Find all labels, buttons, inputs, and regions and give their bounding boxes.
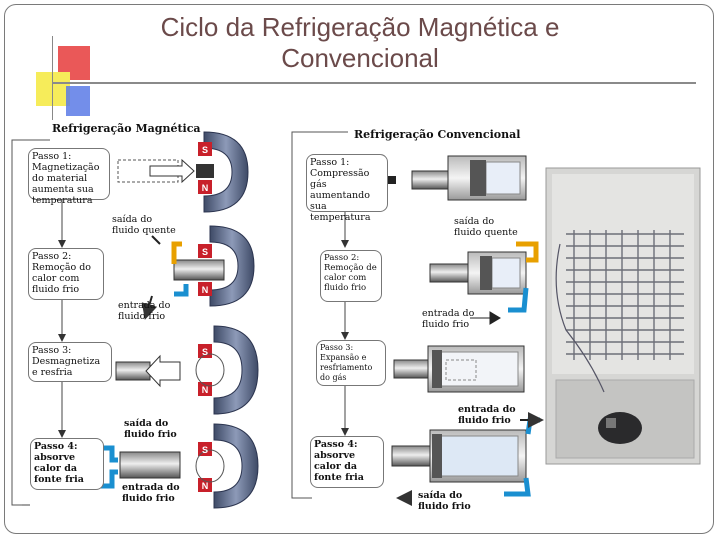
- conv-label-inlet-cold: entrada do fluido frio: [422, 308, 475, 330]
- conv-label-outlet-cold: saída do fluido frio: [418, 490, 471, 512]
- conv-step-3: Passo 3: Expansão e resfriamento do gás: [316, 340, 386, 386]
- svg-text:S: S: [202, 347, 208, 357]
- compressor: [598, 412, 642, 444]
- svg-text:S: S: [202, 445, 208, 455]
- svg-text:S: S: [202, 145, 208, 155]
- mag-step-3: Passo 3: Desmagnetiza e resfria: [28, 342, 112, 382]
- cylinder-stage-4: [391, 412, 544, 506]
- mag-step-4: Passo 4: absorve calor da fonte fria: [30, 438, 104, 490]
- page-title-line2: Convencional: [281, 43, 439, 73]
- pole-letters: S N S N S N S N: [202, 145, 209, 491]
- deco-square-blue: [66, 86, 90, 116]
- conventional-panel: [291, 131, 544, 506]
- magnet-stage-2: [171, 225, 255, 307]
- mag-step-2: Passo 2: Remoção do calor com fluido fri…: [28, 248, 104, 300]
- mag-label-outlet-cold: saída do fluido frio: [124, 418, 177, 440]
- cylinder-stage-1: [370, 155, 527, 201]
- magnet-stage-3: [115, 325, 259, 415]
- page-title-line1: Ciclo da Refrigeração Magnética e: [160, 12, 560, 42]
- deco-vertical-line: [52, 36, 53, 120]
- cold-fluid-pipe-conv: [508, 287, 529, 313]
- magnetic-panel: S N S N S N S N: [11, 131, 259, 509]
- mag-label-inlet-cold: entrada do fluido frio: [118, 300, 171, 322]
- mag-step-1: Passo 1: Magnetização do material aument…: [28, 148, 110, 206]
- title-rule: [52, 82, 696, 84]
- hot-fluid-pipe-mag: [171, 241, 182, 264]
- hot-fluid-pipe-conv: [516, 241, 539, 263]
- magnetic-panel-title: Refrigeração Magnética: [52, 122, 201, 135]
- magnet-stage-1: [117, 131, 249, 213]
- conv-step-4: Passo 4: absorve calor da fonte fria: [310, 436, 384, 488]
- page-title: Ciclo da Refrigeração Magnética e Conven…: [60, 12, 660, 74]
- svg-text:N: N: [202, 285, 209, 295]
- cylinder-stage-2: [429, 241, 539, 325]
- slide-border: [4, 4, 714, 534]
- condenser-coil: [566, 230, 684, 360]
- cylinder-stage-3: [393, 345, 525, 393]
- svg-text:S: S: [202, 247, 208, 257]
- svg-text:N: N: [202, 183, 209, 193]
- refrigerator-photo: [545, 167, 701, 465]
- mag-label-outlet-hot: saída do fluido quente: [112, 214, 176, 236]
- conv-label-outlet-hot: saída do fluido quente: [454, 216, 518, 238]
- conventional-panel-title: Refrigeração Convencional: [354, 128, 521, 141]
- conv-return-line: [291, 131, 312, 499]
- mag-label-inlet-cold-2: entrada do fluido frio: [122, 482, 180, 504]
- svg-text:N: N: [202, 481, 209, 491]
- conv-label-inlet-cold-2: entrada do fluido frio: [458, 404, 516, 426]
- cold-fluid-pipe-mag: [174, 284, 189, 297]
- svg-text:N: N: [202, 385, 209, 395]
- conv-step-1: Passo 1: Compressão gás aumentando sua t…: [306, 154, 388, 223]
- conv-step-2: Passo 2: Remoção de calor com fluido fri…: [320, 250, 382, 302]
- deco-square-yellow: [36, 72, 70, 106]
- magnet-stage-4: [100, 423, 259, 509]
- mag-return-line: [11, 139, 30, 506]
